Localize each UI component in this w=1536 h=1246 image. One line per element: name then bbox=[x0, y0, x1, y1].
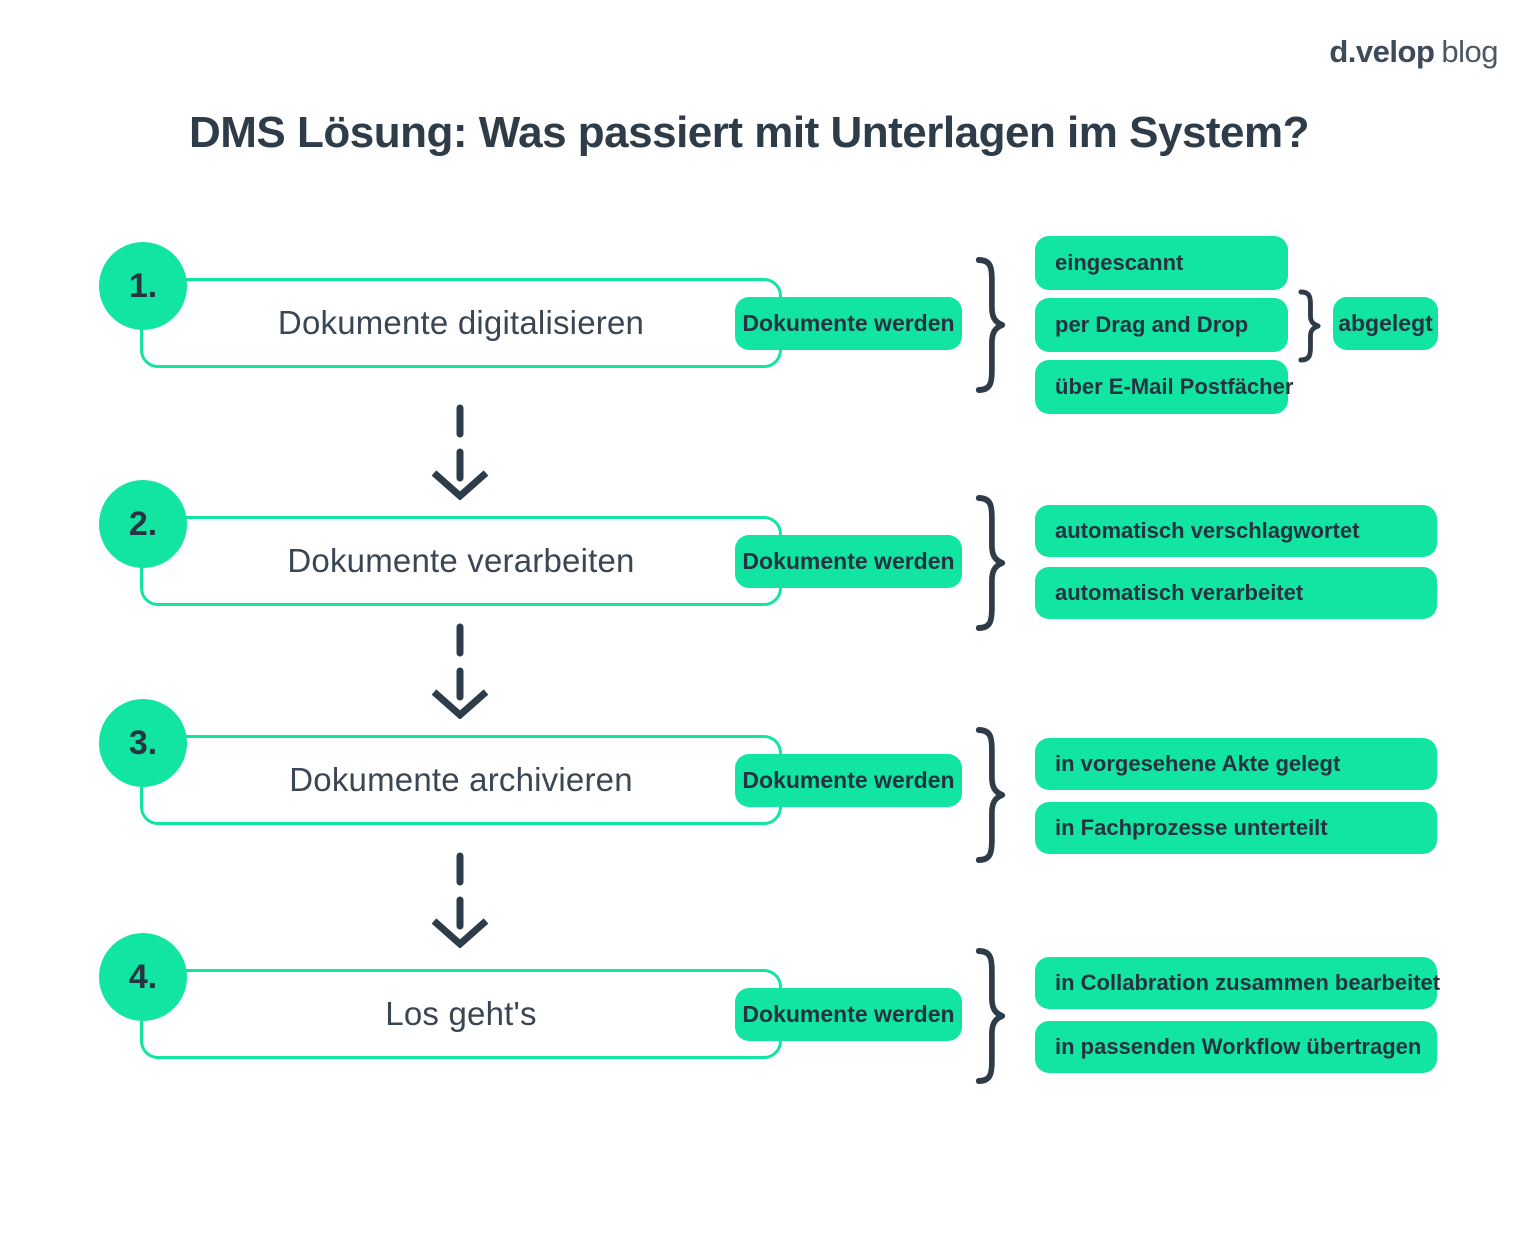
step-4-number: 4. bbox=[128, 957, 158, 996]
step-3-box: Dokumente archivieren bbox=[140, 735, 782, 825]
step-1-box: Dokumente digitalisieren bbox=[140, 278, 782, 368]
step-4-options-list: in Collabration zusammen bearbeitet in p… bbox=[1035, 957, 1440, 1073]
page-title: DMS Lösung: Was passiert mit Unterlagen … bbox=[189, 108, 1310, 157]
small-curly-brace-icon bbox=[1298, 289, 1321, 363]
step-3-label: Dokumente archivieren bbox=[289, 761, 633, 798]
step-1-connector-pill: Dokumente werden bbox=[735, 297, 962, 350]
step-1-number-badge: 1. bbox=[99, 242, 187, 330]
curly-brace-icon bbox=[975, 257, 1006, 393]
step-3-number: 3. bbox=[128, 723, 158, 762]
curly-brace-icon bbox=[975, 495, 1006, 631]
step-1-options-list: eingescannt per Drag and Drop über E-Mai… bbox=[1035, 236, 1293, 414]
option-pill: in Collabration zusammen bearbeitet bbox=[1035, 957, 1440, 1009]
step-2-box: Dokumente verarbeiten bbox=[140, 516, 782, 606]
step-3-options-list: in vorgesehene Akte gelegt in Fachprozes… bbox=[1035, 738, 1437, 854]
step-2-connector-pill: Dokumente werden bbox=[735, 535, 962, 588]
step-1-number: 1. bbox=[128, 266, 158, 305]
step-2-label: Dokumente verarbeiten bbox=[287, 542, 635, 579]
logo-brand-text: d.velop bbox=[1329, 34, 1435, 69]
arrow-down-icon bbox=[431, 404, 489, 500]
curly-brace-icon bbox=[975, 727, 1006, 863]
option-pill: in passenden Workflow übertragen bbox=[1035, 1021, 1437, 1073]
step-2-number-badge: 2. bbox=[99, 480, 187, 568]
option-pill: in Fachprozesse unterteilt bbox=[1035, 802, 1437, 854]
step-4-box: Los geht's bbox=[140, 969, 782, 1059]
logo-suffix-text: blog bbox=[1441, 34, 1498, 69]
arrow-down-icon bbox=[431, 852, 489, 948]
step-4-number-badge: 4. bbox=[99, 933, 187, 1021]
step-3-number-badge: 3. bbox=[99, 699, 187, 787]
option-pill: über E-Mail Postfächer bbox=[1035, 360, 1293, 414]
step-4-connector-pill: Dokumente werden bbox=[735, 988, 962, 1041]
step-2-options-list: automatisch verschlagwortet automatisch … bbox=[1035, 505, 1437, 619]
step-1-result-pill: abgelegt bbox=[1333, 297, 1438, 350]
option-pill: automatisch verarbeitet bbox=[1035, 567, 1437, 619]
arrow-down-icon bbox=[431, 623, 489, 719]
option-pill: automatisch verschlagwortet bbox=[1035, 505, 1437, 557]
option-pill: eingescannt bbox=[1035, 236, 1288, 290]
step-4-label: Los geht's bbox=[385, 995, 537, 1032]
step-3-connector-pill: Dokumente werden bbox=[735, 754, 962, 807]
option-pill: per Drag and Drop bbox=[1035, 298, 1288, 352]
step-1-label: Dokumente digitalisieren bbox=[277, 304, 645, 341]
step-2-number: 2. bbox=[128, 504, 158, 543]
option-pill: in vorgesehene Akte gelegt bbox=[1035, 738, 1437, 790]
curly-brace-icon bbox=[975, 948, 1006, 1084]
